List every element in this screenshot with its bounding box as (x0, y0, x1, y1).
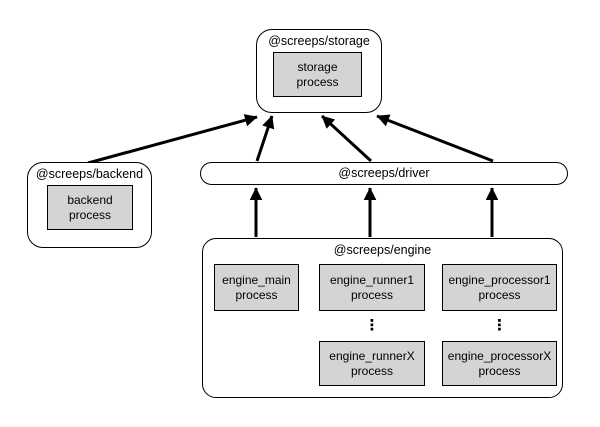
engine-processorX-process-box: engine_processorX process (442, 341, 557, 386)
runner-ellipsis: ⋮ (364, 317, 380, 334)
arrow-driver-to-storage-right (376, 114, 494, 163)
node-driver-title: @screeps/driver (338, 166, 430, 180)
node-engine-title: @screeps/engine (333, 243, 432, 257)
node-engine: @screeps/engine engine_main process engi… (202, 238, 563, 398)
arrow-backend-to-storage (87, 114, 258, 165)
arrow-driver-to-storage-left (255, 115, 275, 162)
node-backend: @screeps/backend backend process (27, 162, 152, 248)
node-storage: @screeps/storage storage process (256, 29, 382, 113)
engine-processor1-process-box: engine_processor1 process (442, 264, 557, 311)
engine-runnerX-process-box: engine_runnerX process (319, 341, 425, 386)
node-storage-title: @screeps/storage (268, 34, 370, 48)
processor-ellipsis: ⋮ (492, 317, 507, 334)
node-backend-title: @screeps/backend (35, 167, 144, 181)
arrow-driver-to-storage-middle (320, 114, 373, 163)
backend-process-box: backend process (47, 185, 133, 230)
engine-runner1-process-box: engine_runner1 process (319, 264, 425, 311)
engine-main-process-box: engine_main process (214, 264, 299, 311)
storage-process-box: storage process (273, 52, 362, 97)
node-driver: @screeps/driver (200, 162, 568, 185)
